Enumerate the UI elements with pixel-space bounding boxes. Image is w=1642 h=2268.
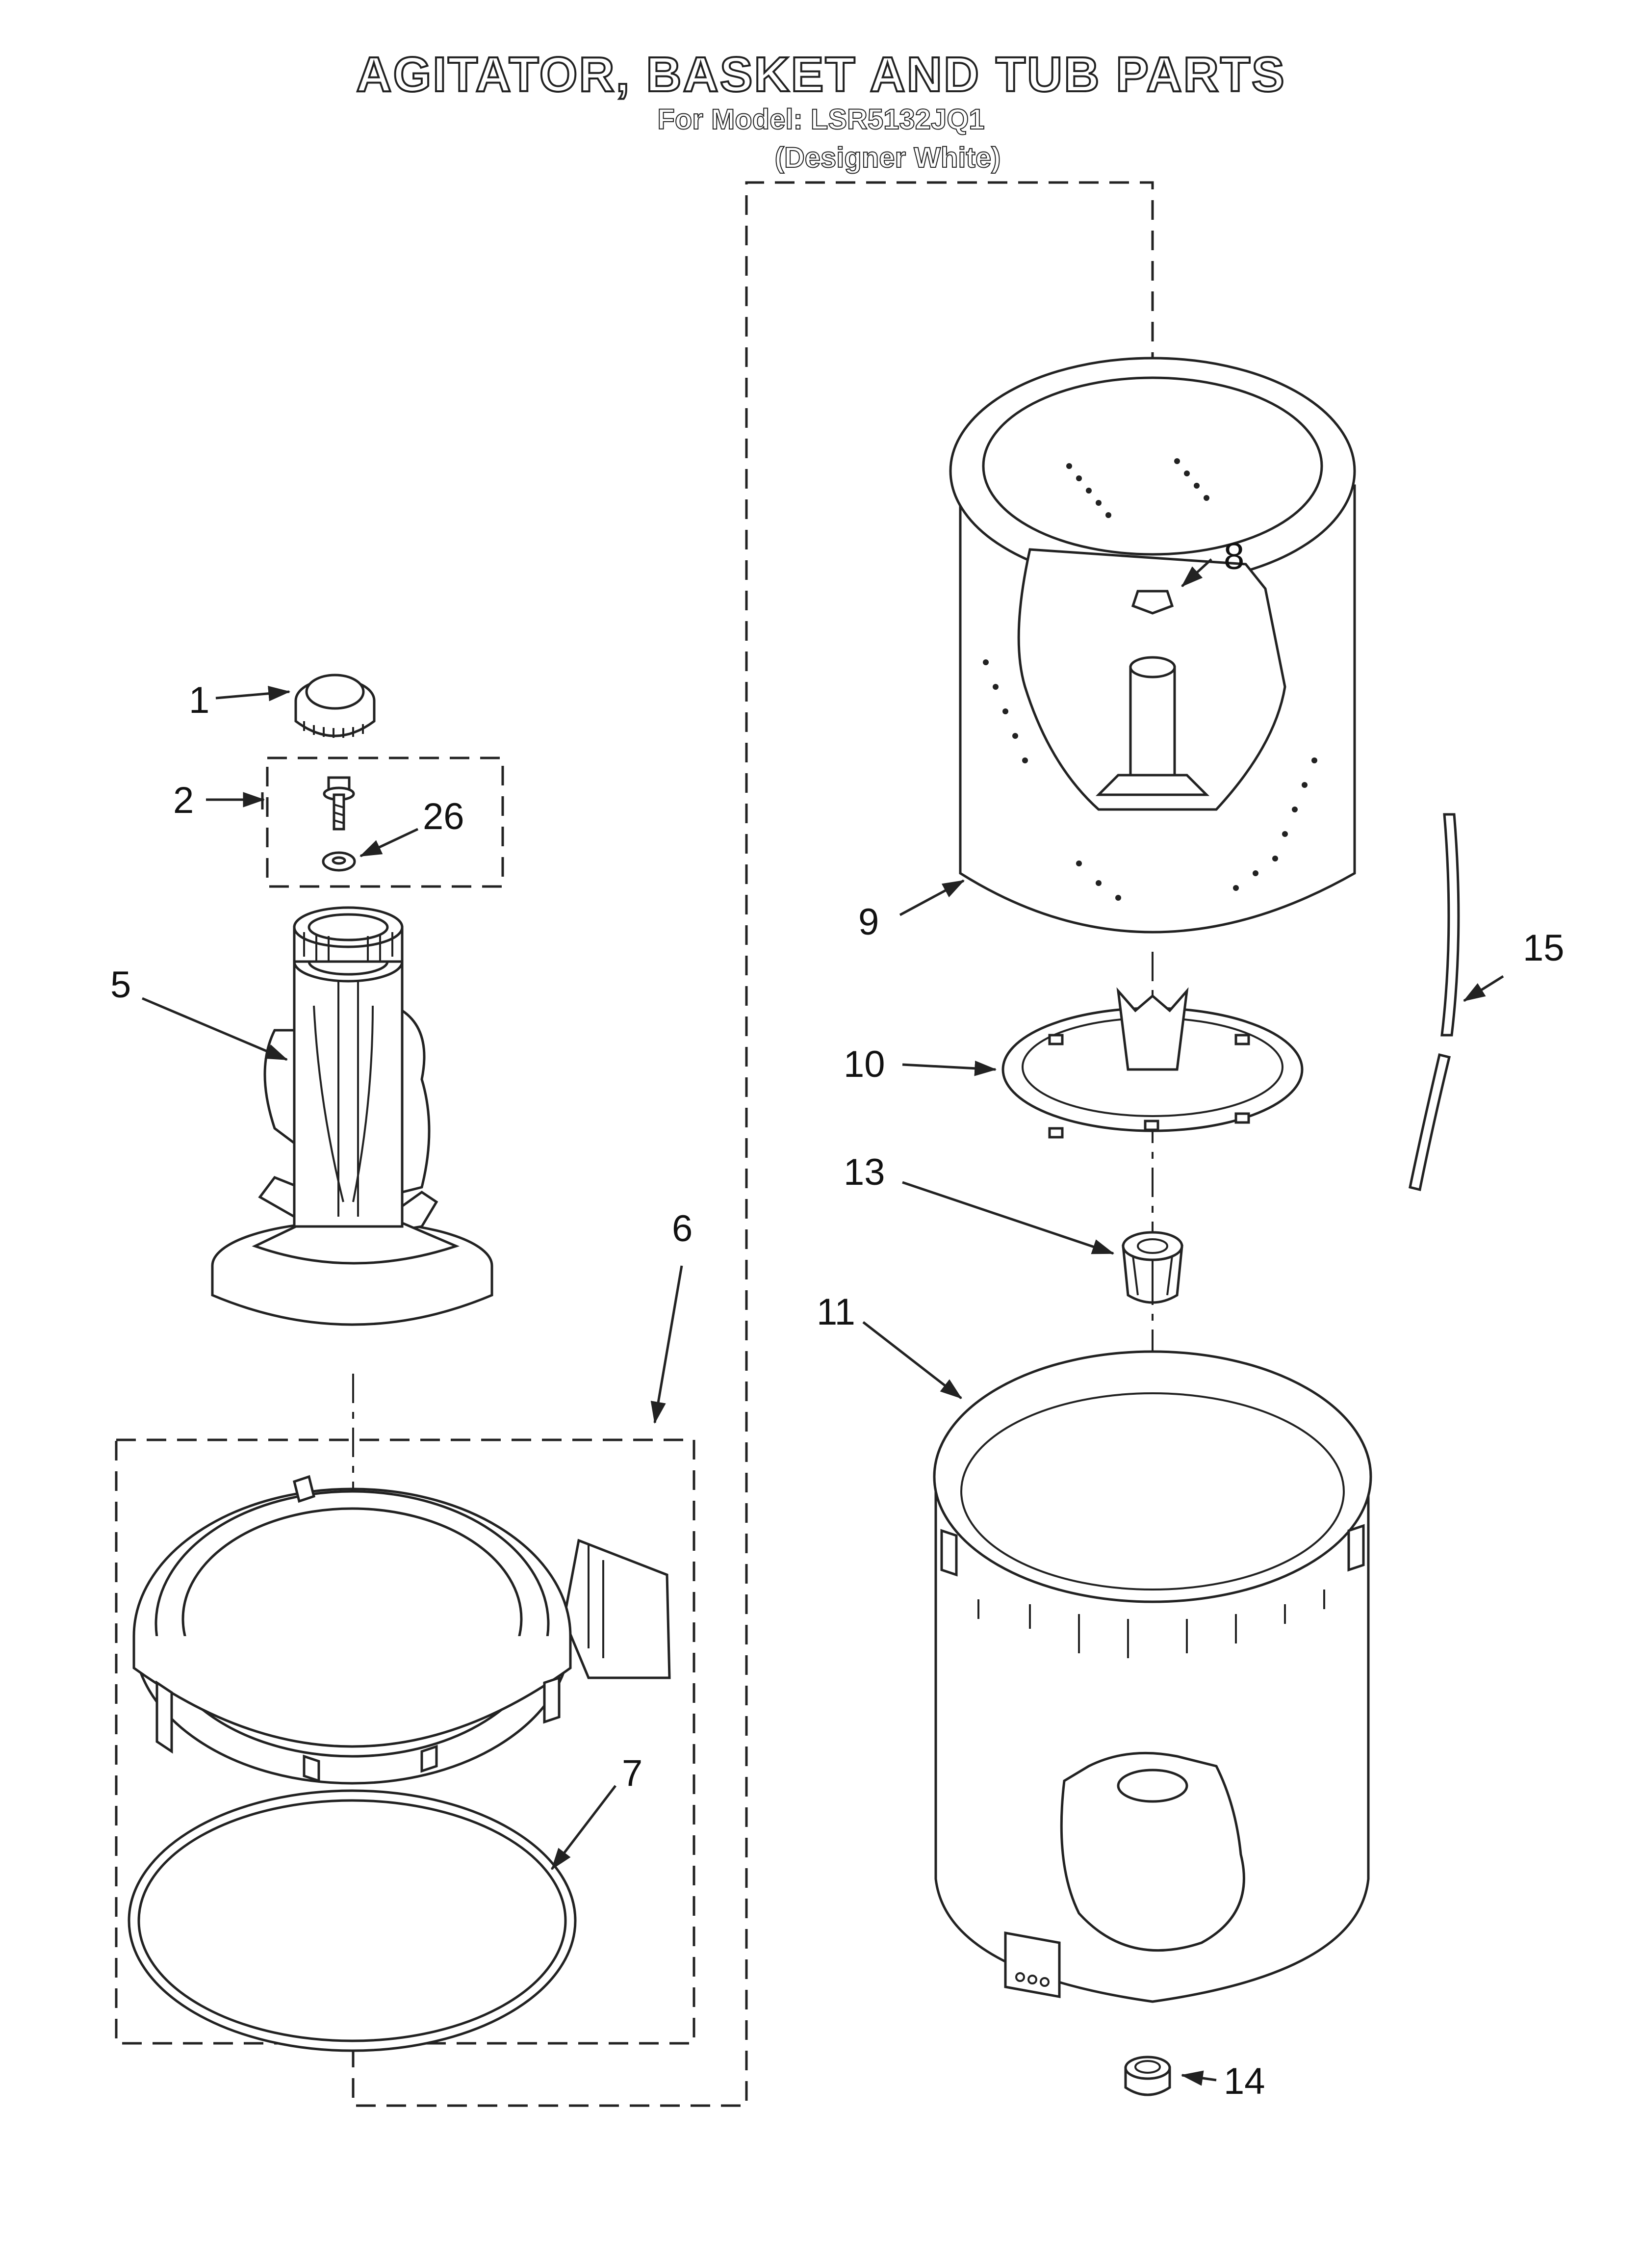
- callout-14: 14: [1224, 2060, 1265, 2102]
- hose-part: [1409, 813, 1460, 1192]
- callout-8: 8: [1224, 536, 1244, 577]
- spline-coupling-part: [1122, 1231, 1183, 1305]
- callout-labels: 1 2 26 5 6 7 8 9 10 13 11 14 15: [110, 536, 1565, 2102]
- diagram-title: AGITATOR, BASKET AND TUB PARTS: [355, 46, 1286, 103]
- callout-26: 26: [423, 796, 464, 837]
- callout-1: 1: [189, 679, 209, 721]
- drive-hub-part: [1001, 987, 1304, 1139]
- callout-leaders: [142, 558, 1504, 2086]
- tub-ring-part: [115, 1438, 695, 2045]
- callout-2: 2: [173, 780, 194, 821]
- agitator-cap-part: [294, 674, 376, 738]
- outer-tub-part: [933, 1350, 1372, 2003]
- basket-perforations: [983, 458, 1317, 901]
- drain-plug-part: [1124, 2056, 1171, 2096]
- callout-5: 5: [110, 964, 131, 1006]
- callout-6: 6: [672, 1208, 693, 1250]
- callout-15: 15: [1523, 927, 1565, 969]
- callout-10: 10: [844, 1043, 885, 1085]
- variant-label: (Designer White): [774, 141, 1001, 174]
- callout-11: 11: [817, 1291, 855, 1333]
- agitator-part: [211, 906, 493, 1326]
- seal-ring-part: [128, 1789, 577, 2052]
- callout-9: 9: [858, 901, 879, 943]
- callout-7: 7: [622, 1752, 642, 1794]
- model-line: For Model: LSR5132JQ1: [657, 103, 985, 136]
- callout-13: 13: [844, 1151, 885, 1193]
- bolt-and-washer-kit: [266, 756, 504, 888]
- basket-part: [949, 357, 1356, 934]
